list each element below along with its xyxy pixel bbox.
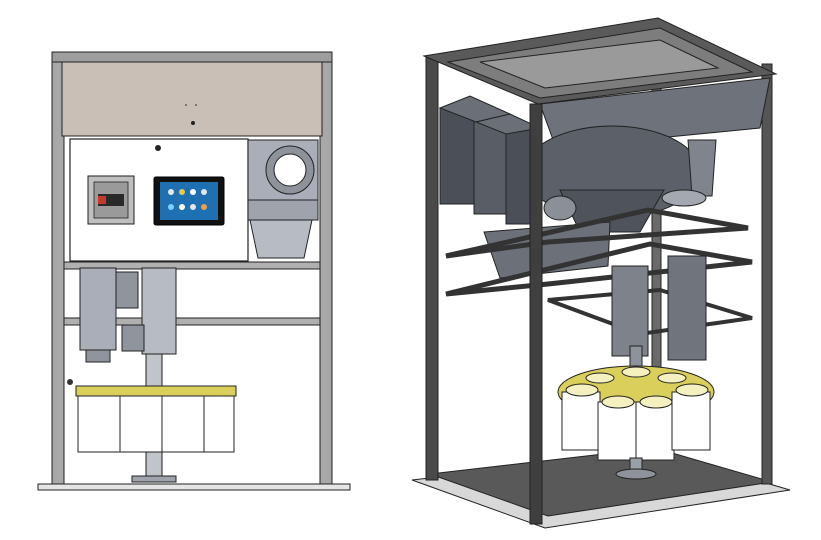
iso-bowl-funnel [559,189,665,233]
chute-funnel [249,219,313,259]
left-dosing-bracket [115,271,139,309]
iso-drum-lid [639,395,673,409]
round-port-inner [273,153,307,187]
center-dosing-unit [141,267,177,355]
iso-drum [671,391,711,451]
iso-outlet-port [543,195,577,221]
iso-right-chute [687,139,717,197]
iso-upper-rail-frame [445,207,749,259]
control-box-indicator [155,145,161,151]
left-dosing-cylinder-neck [85,349,111,363]
iso-drum [597,401,637,461]
top-rail [51,51,333,63]
iso-right-dosing-cylinder [667,255,707,361]
iso-left-dosing-cylinder [611,265,649,357]
iso-drum-lid [657,372,687,384]
base-plate [37,483,351,491]
drum-row [77,395,235,453]
front-elevation-view [0,0,400,540]
iso-back-right-post [761,63,773,485]
iso-drums [561,391,711,461]
iso-back-left-post [425,55,439,481]
drum [203,395,235,453]
iso-feeder-bank [438,95,542,225]
hopper-panel-dot [195,104,197,106]
iso-drum [635,401,675,461]
iso-hopper-inner [479,39,720,89]
frame-bolt [67,379,73,385]
upper-cross-rail [63,261,321,270]
iso-drum-lid [565,383,599,397]
hopper-panel-dot [185,104,187,106]
iso-front-left-post [529,103,543,525]
iso-right-chute-cone [661,189,707,207]
drum [77,395,121,453]
iso-drum-lid [585,372,615,384]
left-dosing-cylinder [79,267,117,351]
iso-drum [561,391,601,451]
iso-drum-lid [601,395,635,409]
iso-mid-rail-frame [547,287,753,337]
front-elevation-drawing [37,51,351,491]
lower-cross-rail [63,317,321,326]
drum [161,395,205,453]
drum-carousel-band [75,385,237,397]
chute-lip [247,199,319,221]
touchscreen[interactable] [153,176,225,226]
iso-drum-lid [675,383,709,397]
iso-drum-lid [621,366,651,378]
isometric-view [400,0,821,540]
iso-lower-rail-frame [445,241,753,297]
iso-drum-stand-foot [615,468,657,480]
center-dosing-motor [121,324,145,352]
hopper-panel-marker [191,121,195,125]
shaft-foot [131,475,177,483]
power-switch-icon[interactable] [87,175,135,225]
isometric-drawing [411,17,791,529]
hopper-panel [61,61,323,137]
drum [119,395,163,453]
touchscreen-app-icons [168,189,207,210]
